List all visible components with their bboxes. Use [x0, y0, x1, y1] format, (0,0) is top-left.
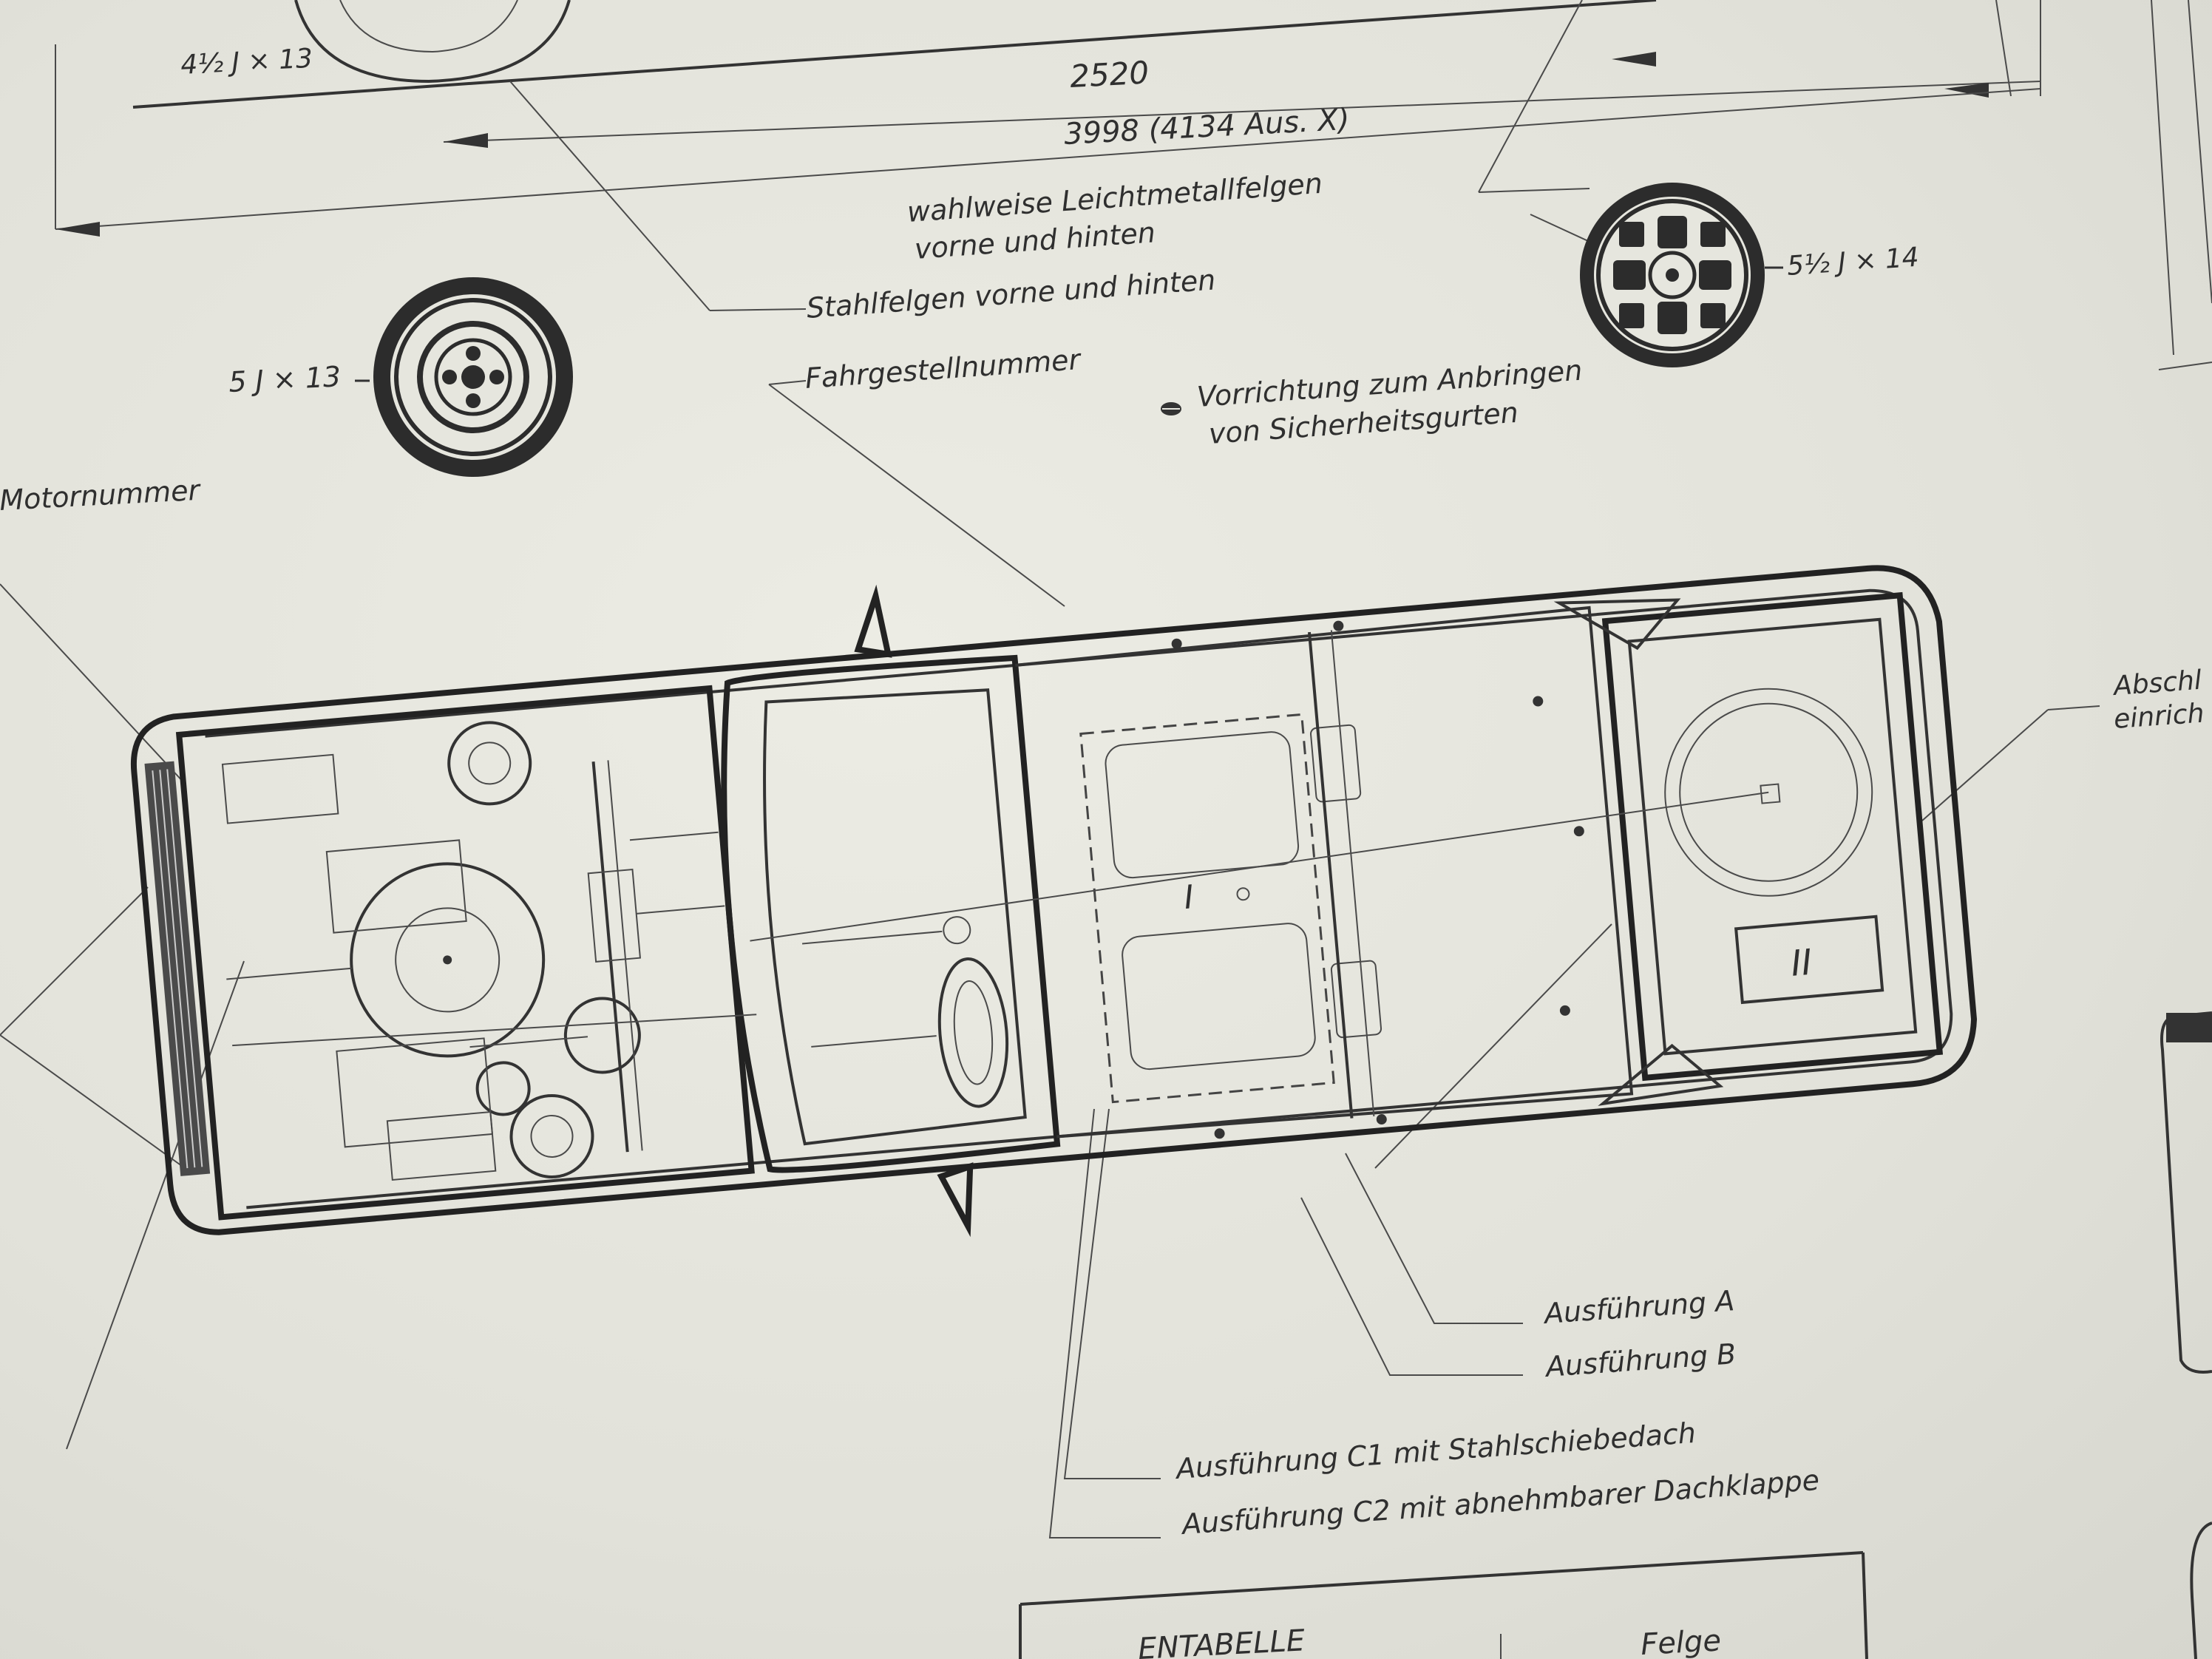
- table-felge-header: Felge: [1640, 1624, 1722, 1659]
- alloy-wheel-icon: [1580, 183, 1783, 367]
- steel-wheel-icon: [355, 277, 573, 477]
- marker-one-label: I: [1182, 878, 1195, 917]
- seatbelt-mount-symbol-icon: [1161, 402, 1181, 415]
- left-mirror: [854, 584, 892, 658]
- variant-c1-label: Ausführung C1 mit Stahlschiebedach: [1173, 1417, 1697, 1485]
- tow-device-label-line1: Abschl: [2111, 665, 2202, 702]
- right-mirror: [937, 1162, 974, 1238]
- wheelbase-label: 2520: [1069, 54, 1150, 95]
- variant-a-label: Ausführung A: [1541, 1284, 1736, 1330]
- rim-size-top-label: 4½ J × 13: [180, 44, 313, 81]
- table-title: ENTABELLE: [1137, 1624, 1306, 1659]
- right-edge-partial-drawing: [2160, 1011, 2212, 1659]
- parts-table: [1019, 1551, 1868, 1659]
- overall-length-label: 3998 (4134 Aus. X): [1063, 103, 1351, 152]
- front-grille: [144, 761, 211, 1176]
- marker-two-label: II: [1789, 942, 1814, 985]
- engine-number-label: Motornummer: [0, 474, 202, 517]
- steel-wheels-note: Stahlfelgen vorne und hinten: [806, 263, 1217, 325]
- engine-components: [221, 721, 725, 1181]
- leader-lines: [0, 0, 2100, 1538]
- tow-device-label-line2: einrich: [2113, 699, 2205, 735]
- chassis-number-label: Fahrgestellnummer: [804, 343, 1083, 395]
- marker-one: I: [1182, 878, 1250, 917]
- top-wheel-partial: [294, 0, 571, 84]
- dimension-lines: [55, 0, 2212, 370]
- sunroof-outline: [1079, 713, 1335, 1104]
- steel-wheel-size-label: 5 J × 13: [228, 360, 342, 398]
- variant-b-label: Ausführung B: [1543, 1337, 1737, 1383]
- car-body-outline: I II: [130, 565, 1978, 1238]
- alloy-wheel-size-label: 5½ J × 14: [1786, 242, 1920, 282]
